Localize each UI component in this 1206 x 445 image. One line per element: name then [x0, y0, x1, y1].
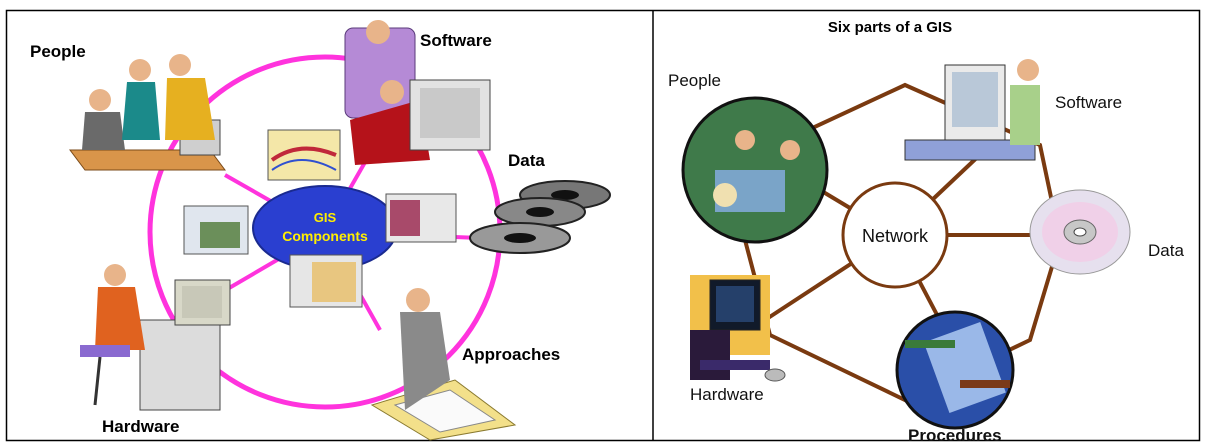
outer-border	[5, 9, 1201, 442]
center-label-network: Network	[862, 226, 929, 246]
label-hardware-right: Hardware	[690, 385, 764, 404]
right-panel-title: Six parts of a GIS	[828, 19, 952, 36]
label-data-right: Data	[1148, 241, 1184, 260]
label-procedures-right: Procedures	[908, 426, 1002, 445]
software-computer-illustration	[904, 59, 1040, 161]
left-panel: GIS Components People	[30, 20, 611, 441]
label-people-right: People	[668, 71, 721, 90]
map-screen-thumbnails	[183, 129, 457, 308]
label-hardware-left: Hardware	[102, 417, 179, 436]
people-circle-illustration	[681, 96, 829, 244]
label-approaches-left: Approaches	[462, 345, 560, 364]
approaches-illustration	[370, 288, 517, 441]
network-circle	[841, 181, 949, 289]
center-label-gis: GIS	[314, 210, 337, 225]
label-software-left: Software	[420, 31, 492, 50]
software-illustration	[344, 20, 491, 165]
label-data-left: Data	[508, 151, 545, 170]
hardware-computer-illustration	[690, 275, 786, 382]
right-panel: Six parts of a GIS Network People	[668, 19, 1184, 445]
procedures-circle-illustration	[895, 310, 1015, 430]
people-illustration	[69, 54, 226, 171]
label-software-right: Software	[1055, 93, 1122, 112]
hardware-illustration	[80, 264, 231, 411]
data-tape-reels-illustration	[469, 180, 611, 254]
label-people-left: People	[30, 42, 86, 61]
center-label-components: Components	[282, 228, 368, 244]
data-cd-illustration	[1029, 189, 1131, 275]
